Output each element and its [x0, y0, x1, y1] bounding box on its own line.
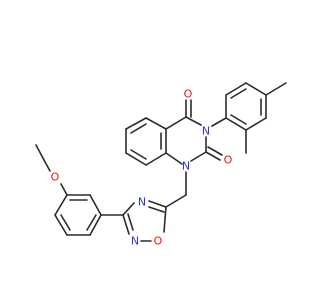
- benzo-ring: [125, 117, 167, 166]
- atom-n1: N: [182, 160, 190, 173]
- atom-o-oxadiazole-1: O: [154, 235, 163, 248]
- structure-canvas: N N O O O N N O: [35, 82, 287, 248]
- carbonyl-c4: [185, 99, 192, 118]
- atom-n-oxadiazole-4: N: [138, 196, 146, 209]
- atom-n-oxadiazole-2: N: [131, 235, 139, 248]
- ethoxyphenyl-ring: [35, 144, 124, 236]
- atom-o-c2: O: [224, 154, 233, 167]
- pyrimidinedione-ring: [165, 116, 207, 165]
- atom-o-c4: O: [184, 88, 193, 101]
- oxadiazole-ring: [122, 200, 167, 242]
- dimethylphenyl-ring: [211, 82, 287, 154]
- molecule-structure: N N O O O N N O: [35, 82, 287, 248]
- carbonyl-c2: [205, 146, 223, 161]
- atom-n3: N: [202, 125, 210, 138]
- methyl-5: [265, 82, 287, 96]
- atom-o-ether: O: [51, 171, 60, 184]
- methylene-linker: [165, 171, 187, 208]
